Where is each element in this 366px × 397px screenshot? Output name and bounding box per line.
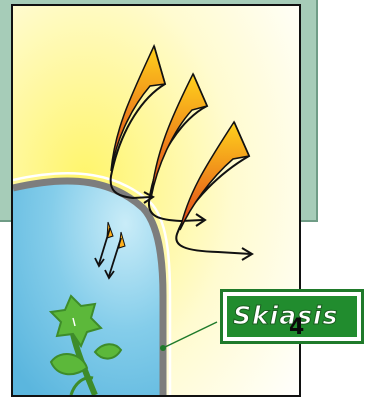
- leader-dot: [160, 345, 166, 351]
- term-subscript: 4: [289, 315, 304, 340]
- term-label: Skiasis 4: [220, 289, 364, 344]
- cell-body: [13, 181, 163, 395]
- term-title: Skiasis: [233, 301, 338, 330]
